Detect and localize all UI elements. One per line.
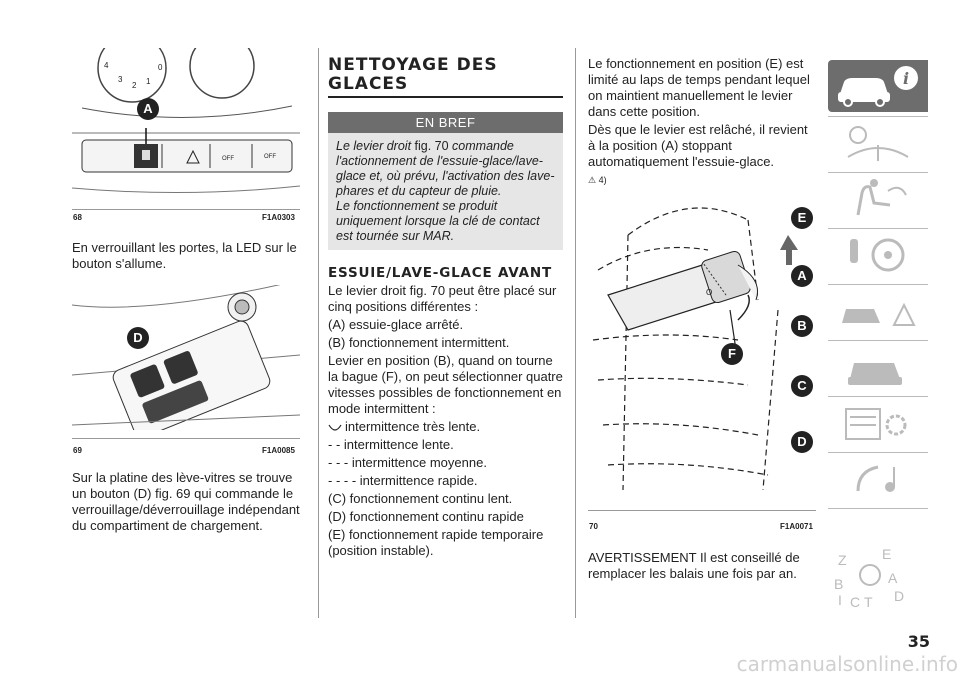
subsection-title: ESSUIE/LAVE-GLACE AVANT xyxy=(328,265,552,281)
figure-69-number: 69 xyxy=(73,446,82,455)
paragraph-position-b: (B) fonctionnement intermittent. xyxy=(328,335,510,350)
callout-D: D xyxy=(127,327,149,349)
svg-text:0: 0 xyxy=(158,63,163,72)
section-title: NETTOYAGE DES GLACES xyxy=(328,55,498,94)
figure-70-rule xyxy=(588,510,816,511)
figure-70: O E A B C D F xyxy=(588,200,816,505)
figure-69: D xyxy=(71,279,301,438)
brief-paragraph-1: Le levier droit fig. 70 commande l'actio… xyxy=(336,139,555,199)
svg-text:4: 4 xyxy=(104,61,109,70)
tab-key-steering[interactable] xyxy=(828,228,928,281)
speed-medium: - - - intermittence moyenne. xyxy=(328,455,487,470)
tab-emergency[interactable] xyxy=(828,284,928,337)
brief-box: Le levier droit fig. 70 commande l'actio… xyxy=(328,133,563,250)
index-letter-e: E xyxy=(882,546,891,562)
emergency-car-icon xyxy=(842,302,916,326)
callout-E: E xyxy=(791,207,813,229)
svg-text:3: 3 xyxy=(118,75,123,84)
airbag-seat-icon xyxy=(856,179,907,216)
column-divider-2 xyxy=(575,48,576,618)
brief-paragraph-2: Le fonctionnement se produit uniquement … xyxy=(336,199,540,243)
tab-car-info[interactable]: i xyxy=(828,60,928,112)
tab-dashboard-lights[interactable] xyxy=(828,116,928,169)
tab-multimedia[interactable] xyxy=(828,452,928,505)
speed-fast: - - - - intermittence rapide. xyxy=(328,473,478,488)
callout-C: C xyxy=(791,375,813,397)
svg-text:1: 1 xyxy=(146,77,151,86)
callout-D: D xyxy=(791,431,813,453)
warning-triangle-icon: ⚠ xyxy=(588,175,597,185)
paragraph-avertissement: AVERTISSEMENT Il est conseillé de rempla… xyxy=(588,550,800,581)
callout-A: A xyxy=(791,265,813,287)
paragraph-position-a: (A) essuie-glace arrêté. xyxy=(328,317,464,332)
tab-index[interactable]: Z E B A I C T D xyxy=(828,508,928,610)
warning-text: AVERTISSEMENT Il est conseillé de rempla… xyxy=(588,550,818,584)
index-letter-z: Z xyxy=(838,552,847,568)
paragraph-position-e: (E) fonctionnement rapide temporaire (po… xyxy=(328,527,544,558)
tab-maintenance[interactable] xyxy=(828,340,928,393)
figure-68-code: F1A0303 xyxy=(262,213,295,222)
index-letter-d: D xyxy=(894,588,904,604)
index-letter-a: A xyxy=(888,570,898,586)
essuie-glace-text: Le levier droit fig. 70 peut être placé … xyxy=(328,283,563,559)
svg-text:2: 2 xyxy=(132,81,137,90)
figure-68-number: 68 xyxy=(73,213,82,222)
figure-68: 4 3 2 1 0 OFF OFF A xyxy=(71,33,301,208)
speed-very-slow: intermittence très lente. xyxy=(328,419,563,435)
wiper-lever-illustration: O xyxy=(592,207,798,491)
index-letter-b: B xyxy=(834,576,843,592)
dashboard-lights-icon xyxy=(847,126,909,161)
tab-specs[interactable] xyxy=(828,396,928,449)
paragraph-position-c: (C) fonctionnement continu lent. xyxy=(328,491,513,506)
callout-B: B xyxy=(791,315,813,337)
figure-68-rule xyxy=(72,209,300,210)
paragraph-bouton-d: Sur la platine des lève-vitres se trouve… xyxy=(72,470,300,533)
text-bouton-d: Sur la platine des lève-vitres se trouve… xyxy=(72,470,304,536)
figure-69-code: F1A0085 xyxy=(262,446,295,455)
column-3-top: Le fonctionnement en position (E) est li… xyxy=(588,56,818,190)
brief-heading: EN BREF xyxy=(328,112,563,133)
speed-slow: - - intermittence lente. xyxy=(328,437,454,452)
column-2: NETTOYAGE DES GLACES EN BREF Le levier d… xyxy=(328,56,563,561)
specs-gear-icon xyxy=(845,408,907,440)
svg-text:OFF: OFF xyxy=(264,154,276,160)
paragraph-release: Dès que le levier est relâché, il revien… xyxy=(588,122,808,169)
window-switch-illustration xyxy=(71,279,301,438)
wiper-intermittent-icon xyxy=(328,424,342,431)
paragraph-led: En verrouillant les portes, la LED sur l… xyxy=(72,240,297,271)
tab-airbag-seat[interactable] xyxy=(828,172,928,225)
callout-A: A xyxy=(137,98,159,120)
index-letter-c: C xyxy=(850,594,860,609)
figure-69-rule xyxy=(72,438,300,439)
svg-text:O: O xyxy=(706,288,712,297)
svg-text:OFF: OFF xyxy=(222,156,234,162)
car-info-icon: i xyxy=(838,66,918,107)
multimedia-icon xyxy=(856,465,895,492)
paragraph-position-d: (D) fonctionnement continu rapide xyxy=(328,509,524,524)
brief-fig-ref: fig. 70 xyxy=(411,139,453,153)
brief-italic-start: Le levier droit xyxy=(336,139,412,153)
index-letter-i: I xyxy=(838,592,842,608)
car-maintenance-icon xyxy=(848,363,902,385)
watermark: carmanualsonline.info xyxy=(736,652,958,676)
title-underline xyxy=(328,96,563,98)
index-letter-t: T xyxy=(864,594,873,609)
text-led: En verrouillant les portes, la LED sur l… xyxy=(72,240,304,274)
callout-F: F xyxy=(721,343,743,365)
index-letters-icon: Z E B A I C T D xyxy=(834,546,904,610)
paragraph-positions: Le levier droit fig. 70 peut être placé … xyxy=(328,283,557,314)
figure-70-number: 70 xyxy=(589,522,598,531)
figure-70-code: F1A0071 xyxy=(780,522,813,531)
dashboard-buttons-illustration: 4 3 2 1 0 OFF OFF xyxy=(71,33,301,208)
svg-text:i: i xyxy=(903,69,909,88)
key-steering-icon xyxy=(850,238,905,272)
speed-very-slow-text: intermittence très lente. xyxy=(345,419,481,434)
paragraph-bague-f: Levier en position (B), quand on tourne … xyxy=(328,353,563,416)
warning-reference: ⚠ 4) xyxy=(588,172,818,188)
paragraph-position-e-duration: Le fonctionnement en position (E) est li… xyxy=(588,56,810,119)
column-divider-1 xyxy=(318,48,319,618)
warning-ref-number: 4) xyxy=(598,175,607,185)
brief-italic-rest: commande l'actionnement de l'essuie-glac… xyxy=(336,139,555,198)
page-number: 35 xyxy=(907,632,930,651)
